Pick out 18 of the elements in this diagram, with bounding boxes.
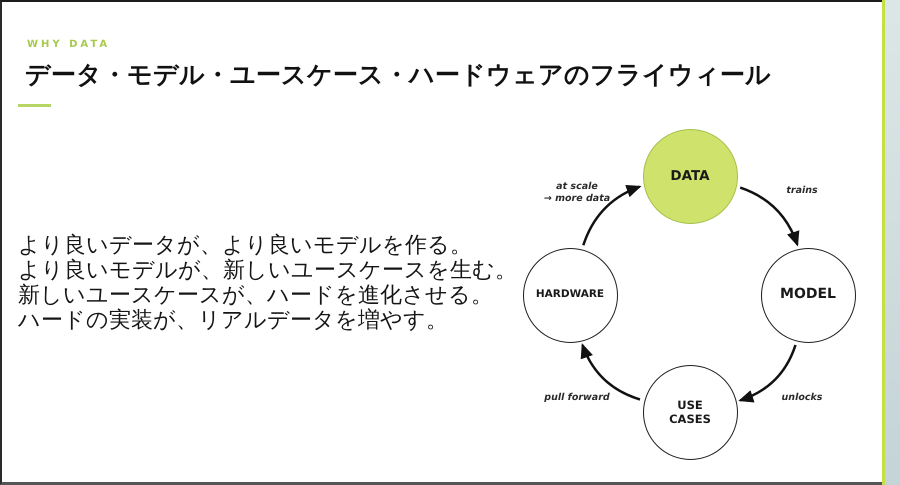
edge-label: unlocks bbox=[782, 392, 822, 404]
body-text: より良いモデルが、新しいユースケースを生む。 bbox=[18, 258, 517, 283]
node-label: USE CASES bbox=[668, 398, 712, 426]
node-label: DATA bbox=[670, 168, 710, 184]
body-text: ハードの実装が、リアルデータを増やす。 bbox=[18, 308, 448, 333]
curved-arrow bbox=[581, 343, 640, 401]
section-kicker: WHY DATA bbox=[27, 38, 110, 51]
body-text: 新しいユースケースが、ハードを進化させる。 bbox=[18, 283, 493, 308]
edge-label: at scale → more data bbox=[544, 181, 610, 205]
edge-label: pull forward bbox=[544, 392, 610, 404]
curved-arrow bbox=[738, 344, 797, 402]
node-label: HARDWARE bbox=[536, 288, 604, 302]
curved-arrow bbox=[740, 186, 799, 246]
curved-arrow bbox=[582, 185, 642, 246]
node-label: MODEL bbox=[780, 286, 836, 304]
slide-title: データ・モデル・ユースケース・ハードウェアのフライウィール bbox=[25, 59, 771, 91]
body-text: より良いデータが、より良いモデルを作る。 bbox=[18, 233, 472, 258]
edge-label: trains bbox=[786, 185, 818, 197]
